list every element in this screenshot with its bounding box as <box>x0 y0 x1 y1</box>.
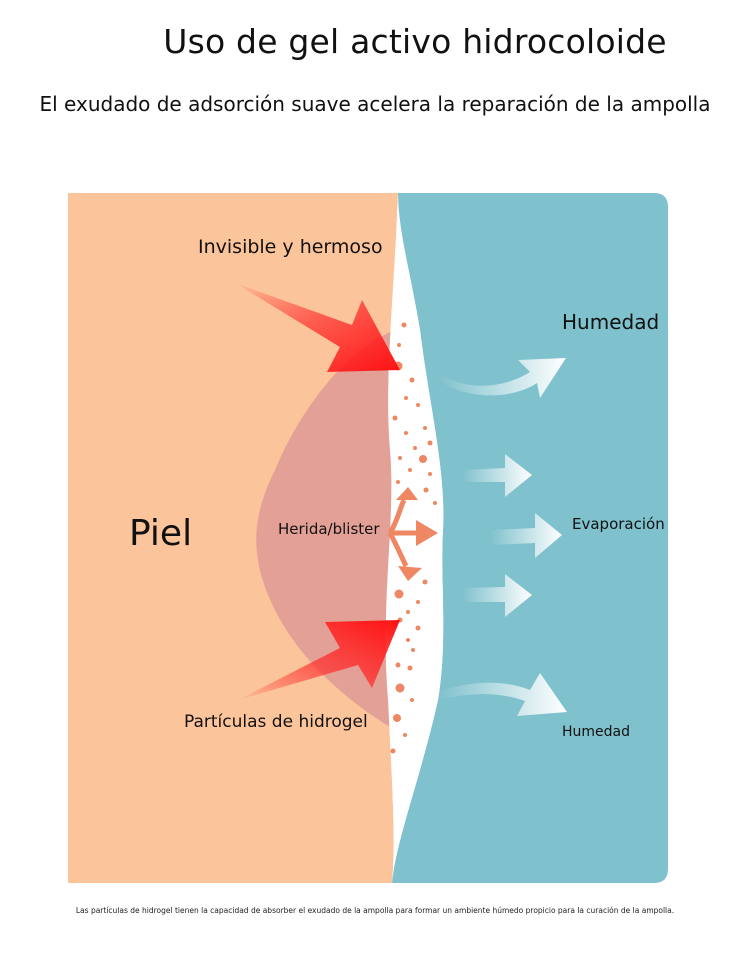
label-moisture-bottom: Humedad <box>562 724 630 740</box>
label-moisture-top: Humedad <box>562 310 659 334</box>
label-invisible: Invisible y hermoso <box>198 236 383 258</box>
label-particles: Partículas de hidrogel <box>184 712 368 732</box>
label-wound: Herida/blister <box>278 520 380 538</box>
label-skin: Piel <box>129 513 192 554</box>
footnote: Las partículas de hidrogel tienen la cap… <box>0 906 750 915</box>
label-evaporation: Evaporación <box>572 515 665 533</box>
